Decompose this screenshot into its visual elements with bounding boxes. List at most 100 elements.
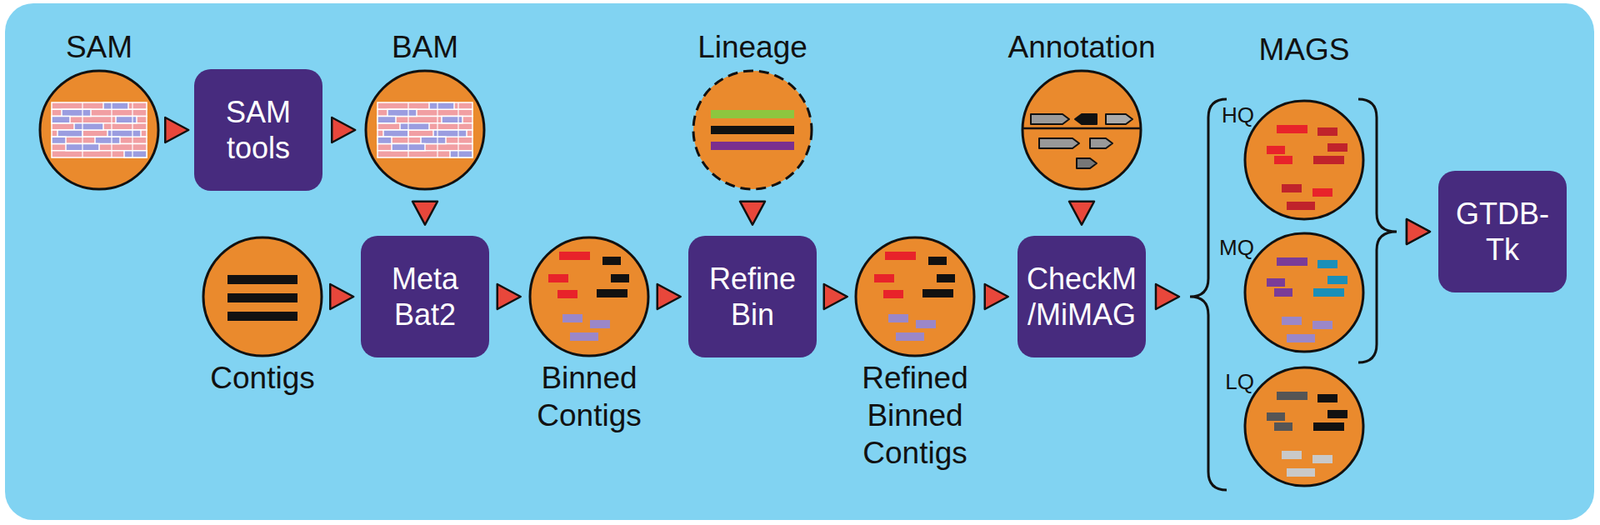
mags-group: MAGSHQMQLQ: [1189, 100, 1399, 493]
grid-line: [131, 102, 133, 158]
contig-bar: [590, 320, 610, 329]
contig-bar: [928, 256, 947, 265]
circle-shape: [1243, 231, 1365, 354]
circle-shape: [1020, 69, 1143, 191]
strand-line: [1022, 127, 1141, 130]
tool-box: Refine Bin: [688, 235, 817, 358]
group-label: MAGS: [1259, 30, 1350, 69]
circle-icon: [1266, 125, 1348, 210]
contig-bar: [1276, 391, 1308, 400]
arrow-connector: [497, 284, 521, 310]
circle-icon: [227, 275, 298, 321]
arrow-connector: [1406, 219, 1430, 245]
label-holder: Lineage: [669, 28, 836, 66]
circle-outline: [1022, 70, 1141, 190]
contig-bar: [1327, 143, 1348, 152]
contig-bar: [1317, 127, 1338, 136]
contig-bar: [1266, 412, 1285, 421]
grid-line: [81, 102, 83, 158]
circle-label: Contigs: [210, 359, 315, 397]
label-holder: Refined Binned Contigs: [852, 359, 978, 472]
circle-outline: [365, 70, 485, 190]
mag-circle: LQ: [1243, 365, 1365, 488]
read-segment: [377, 116, 396, 124]
label-holder: MAGS: [1220, 30, 1388, 69]
circle-shape: [1243, 365, 1365, 488]
contig-bar: [883, 290, 904, 299]
tool-name: CheckM /MiMAG: [1023, 260, 1140, 333]
gene-arrow: [1039, 138, 1080, 149]
arrow-connector: [740, 201, 765, 225]
contig-bar: [710, 125, 795, 135]
background-panel: [5, 3, 1595, 520]
circle-icon: [874, 251, 955, 341]
read-segment: [57, 130, 83, 137]
contig-bar: [557, 290, 578, 299]
contig-bar: [1327, 410, 1348, 419]
contig-bar: [1281, 184, 1302, 193]
quality-label: HQ: [1221, 102, 1255, 128]
contig-bar: [710, 110, 795, 119]
contig-bar: [227, 275, 298, 285]
circle-icon: [548, 251, 630, 341]
contig-bar: [1276, 125, 1308, 134]
circle-icon: [1266, 391, 1348, 477]
read-segment: [441, 116, 463, 124]
contig-bar: [885, 251, 916, 260]
circle-shape: [854, 235, 976, 358]
read-segment: [433, 130, 467, 137]
arrow-connector: [657, 284, 681, 310]
contig-bar: [570, 332, 599, 341]
mag-circle: MQ: [1243, 231, 1365, 354]
read-segment: [420, 136, 446, 144]
read-segment: [95, 136, 120, 144]
contig-bar: [562, 314, 583, 323]
contig-bar: [227, 293, 298, 303]
curly-brace: [1190, 99, 1227, 490]
circle-outline: [1245, 233, 1364, 352]
contig-bar: [559, 251, 590, 260]
read-segment: [383, 130, 409, 137]
contig-bar: [1317, 260, 1338, 269]
read-segment: [51, 116, 70, 124]
contig-bar: [1313, 288, 1345, 297]
label-holder: Annotation: [998, 28, 1165, 66]
contig-bar: [922, 289, 954, 298]
contig-bar: [936, 274, 955, 283]
contig-bar: [1312, 320, 1333, 330]
contig-bar: [1317, 394, 1338, 403]
tool-name: Meta Bat2: [366, 260, 484, 333]
circle-outline: [1245, 367, 1364, 486]
arrow-connector: [824, 284, 848, 310]
contig-bar: [1274, 288, 1293, 297]
quality-label: MQ: [1219, 235, 1255, 260]
read-segment: [74, 123, 104, 130]
circle-label: BAM: [391, 28, 459, 66]
circle-shape: [38, 69, 160, 191]
tool-box: SAM tools: [194, 69, 323, 191]
arrow-connector: [412, 201, 438, 225]
read-segment: [103, 102, 129, 110]
read-segment: [51, 136, 66, 144]
curly-brace: [1358, 99, 1397, 363]
contig-bar: [1266, 145, 1285, 155]
tool-box: GTDB-Tk: [1438, 170, 1567, 293]
bin-circle: Binned Contigs: [528, 235, 650, 358]
arrow-connector: [330, 284, 354, 310]
label-holder: BAM: [341, 28, 509, 66]
read-segment: [400, 123, 430, 130]
label-holder: HQ: [1221, 102, 1255, 128]
label-holder: Contigs: [200, 359, 325, 397]
arrow-connector: [1406, 219, 1430, 245]
tool-name: SAM tools: [200, 94, 317, 166]
mag-circle: HQ: [1243, 99, 1365, 221]
grid-line: [436, 102, 438, 158]
grid-line: [457, 102, 459, 158]
contig-bar: [1276, 257, 1308, 266]
label-holder: SAM: [15, 28, 183, 66]
contig-bar: [1312, 188, 1333, 197]
circle-shape: [364, 69, 486, 191]
read-segment: [450, 150, 473, 158]
circle-outline: [855, 237, 975, 356]
contig-bar: [1281, 450, 1302, 460]
